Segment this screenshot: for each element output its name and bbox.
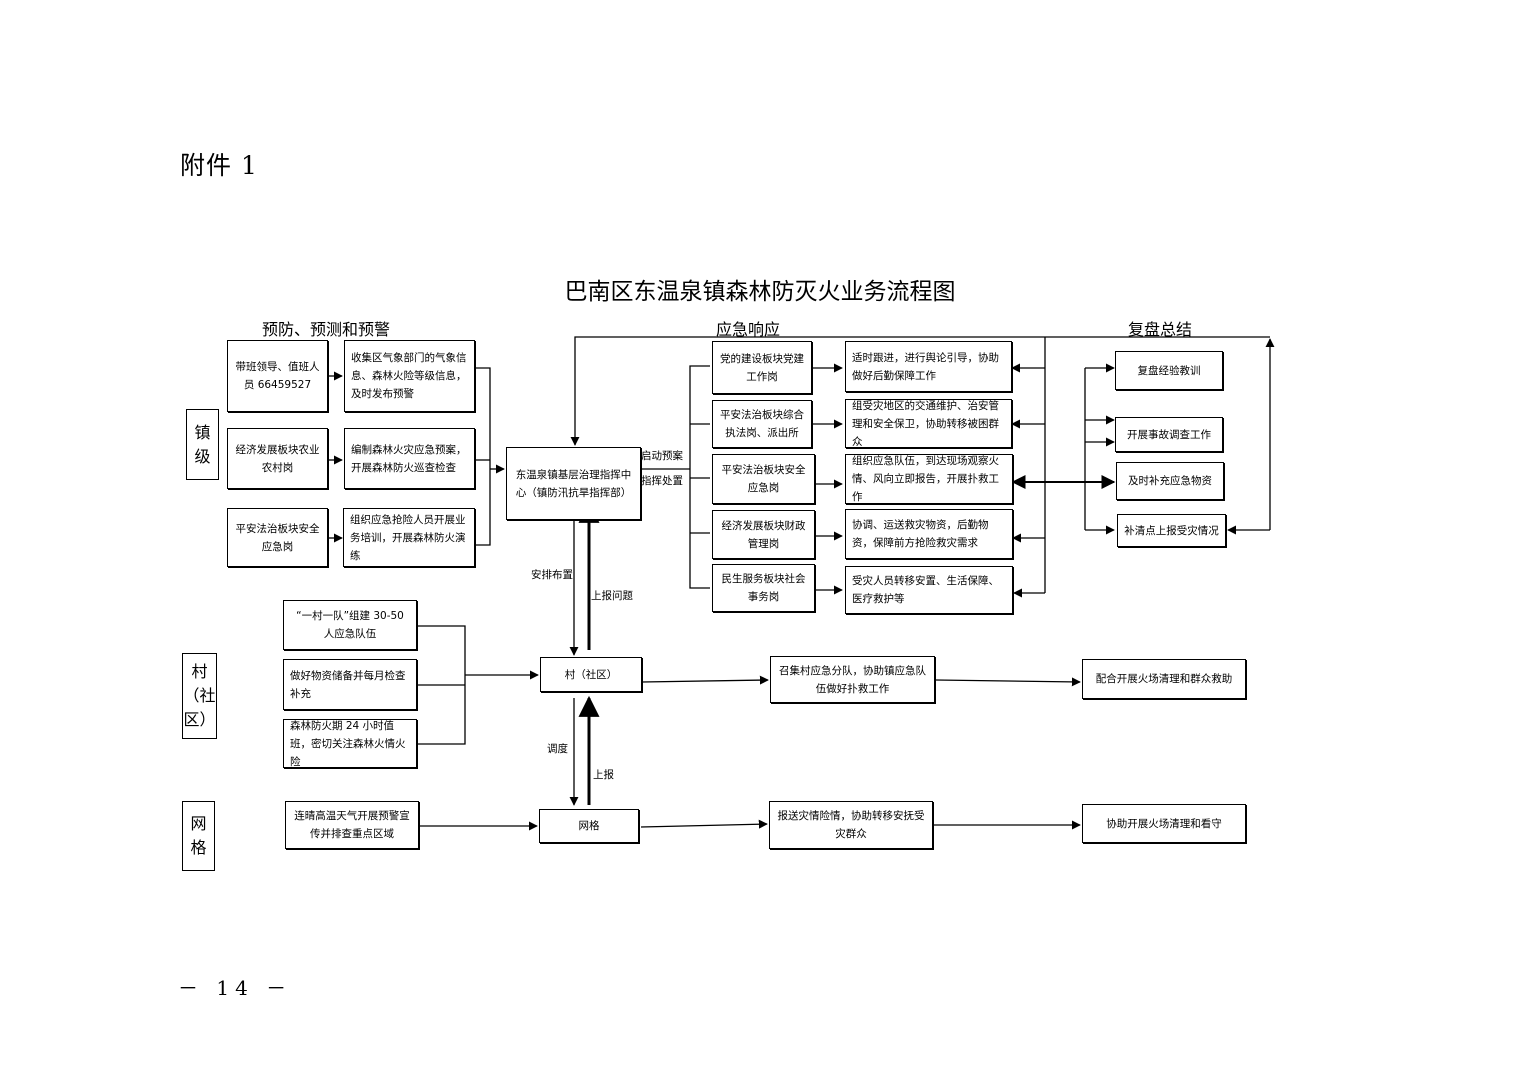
label-report-issues: 上报问题 <box>591 590 633 602</box>
response-post-livelihood: 民生服务板块社会事务岗 <box>712 564 815 612</box>
town-task-warning: 收集区气象部门的气象信息、森林火险等级信息，及时发布预警 <box>344 340 475 412</box>
village-action-rescue: 召集村应急分队，协助镇应急队伍做好扑救工作 <box>770 656 935 703</box>
section-prevention: 预防、预测和预警 <box>262 320 391 339</box>
level-town: 镇级 <box>186 409 219 480</box>
town-post-agriculture: 经济发展板块农业农村岗 <box>227 428 328 489</box>
label-arrange: 安排布置 <box>531 569 573 581</box>
response-post-law: 平安法治板块综合执法岗、派出所 <box>712 400 812 448</box>
command-center: 东温泉镇基层治理指挥中心（镇防汛抗旱指挥部） <box>506 447 641 520</box>
town-task-plan: 编制森林火灾应急预案，开展森林防火巡查检查 <box>344 428 475 489</box>
response-post-emergency: 平安法治板块安全应急岗 <box>712 454 815 504</box>
response-task-law: 组受灾地区的交通维护、治安管理和安全保卫，协助转移被困群众 <box>845 399 1012 448</box>
town-post-safety: 平安法治板块安全应急岗 <box>227 508 328 567</box>
village-task-supplies: 做好物资储备并每月检查补充 <box>283 659 417 710</box>
village-action-cleanup: 配合开展火场清理和群众救助 <box>1082 659 1246 699</box>
label-dispatch: 调度 <box>547 743 568 755</box>
grid-task-publicity: 连晴高温天气开展预警宣传并排查重点区域 <box>285 801 419 849</box>
response-task-finance: 协调、运送救灾物资，后勤物资，保障前方抢险救灾需求 <box>845 509 1013 559</box>
attachment-label: 附件 1 <box>180 151 258 180</box>
page-number: － 14 － <box>178 976 293 1000</box>
response-task-livelihood: 受灾人员转移安置、生活保障、医疗救护等 <box>845 566 1013 614</box>
response-post-party: 党的建设板块党建工作岗 <box>712 341 812 394</box>
village-task-duty: 森林防火期 24 小时值班，密切关注森林火情火险 <box>283 719 417 768</box>
level-village: 村（社区） <box>182 653 217 739</box>
grid-action-guard: 协助开展火场清理和看守 <box>1082 804 1246 843</box>
level-grid: 网格 <box>182 801 215 871</box>
label-report: 上报 <box>593 769 614 781</box>
town-task-training: 组织应急抢险人员开展业务培训，开展森林防火演练 <box>343 508 475 567</box>
review-supplies: 及时补充应急物资 <box>1116 462 1224 500</box>
section-response: 应急响应 <box>716 320 781 339</box>
response-task-emergency: 组织应急队伍，到达现场观察火情、风向立即报告，开展扑救工作 <box>845 454 1013 504</box>
response-post-finance: 经济发展板块财政管理岗 <box>712 510 815 559</box>
response-task-party: 适时跟进，进行舆论引导，协助做好后勤保障工作 <box>845 341 1012 392</box>
grid-action-report: 报送灾情险情，协助转移安抚受灾群众 <box>769 801 933 849</box>
review-report-losses: 补清点上报受灾情况 <box>1117 514 1226 547</box>
village-node: 村（社区） <box>540 657 642 692</box>
review-lessons: 复盘经验教训 <box>1115 351 1223 390</box>
label-command: 指挥处置 <box>641 475 683 487</box>
town-post-duty-leader: 带班领导、值班人员 66459527 <box>227 340 328 412</box>
village-task-team: “一村一队”组建 30-50 人应急队伍 <box>283 600 417 650</box>
review-investigation: 开展事故调查工作 <box>1115 417 1223 452</box>
section-review: 复盘总结 <box>1128 320 1193 339</box>
label-start-plan: 启动预案 <box>641 450 683 462</box>
grid-node: 网格 <box>539 809 639 843</box>
diagram-title: 巴南区东温泉镇森林防灭火业务流程图 <box>564 279 956 305</box>
